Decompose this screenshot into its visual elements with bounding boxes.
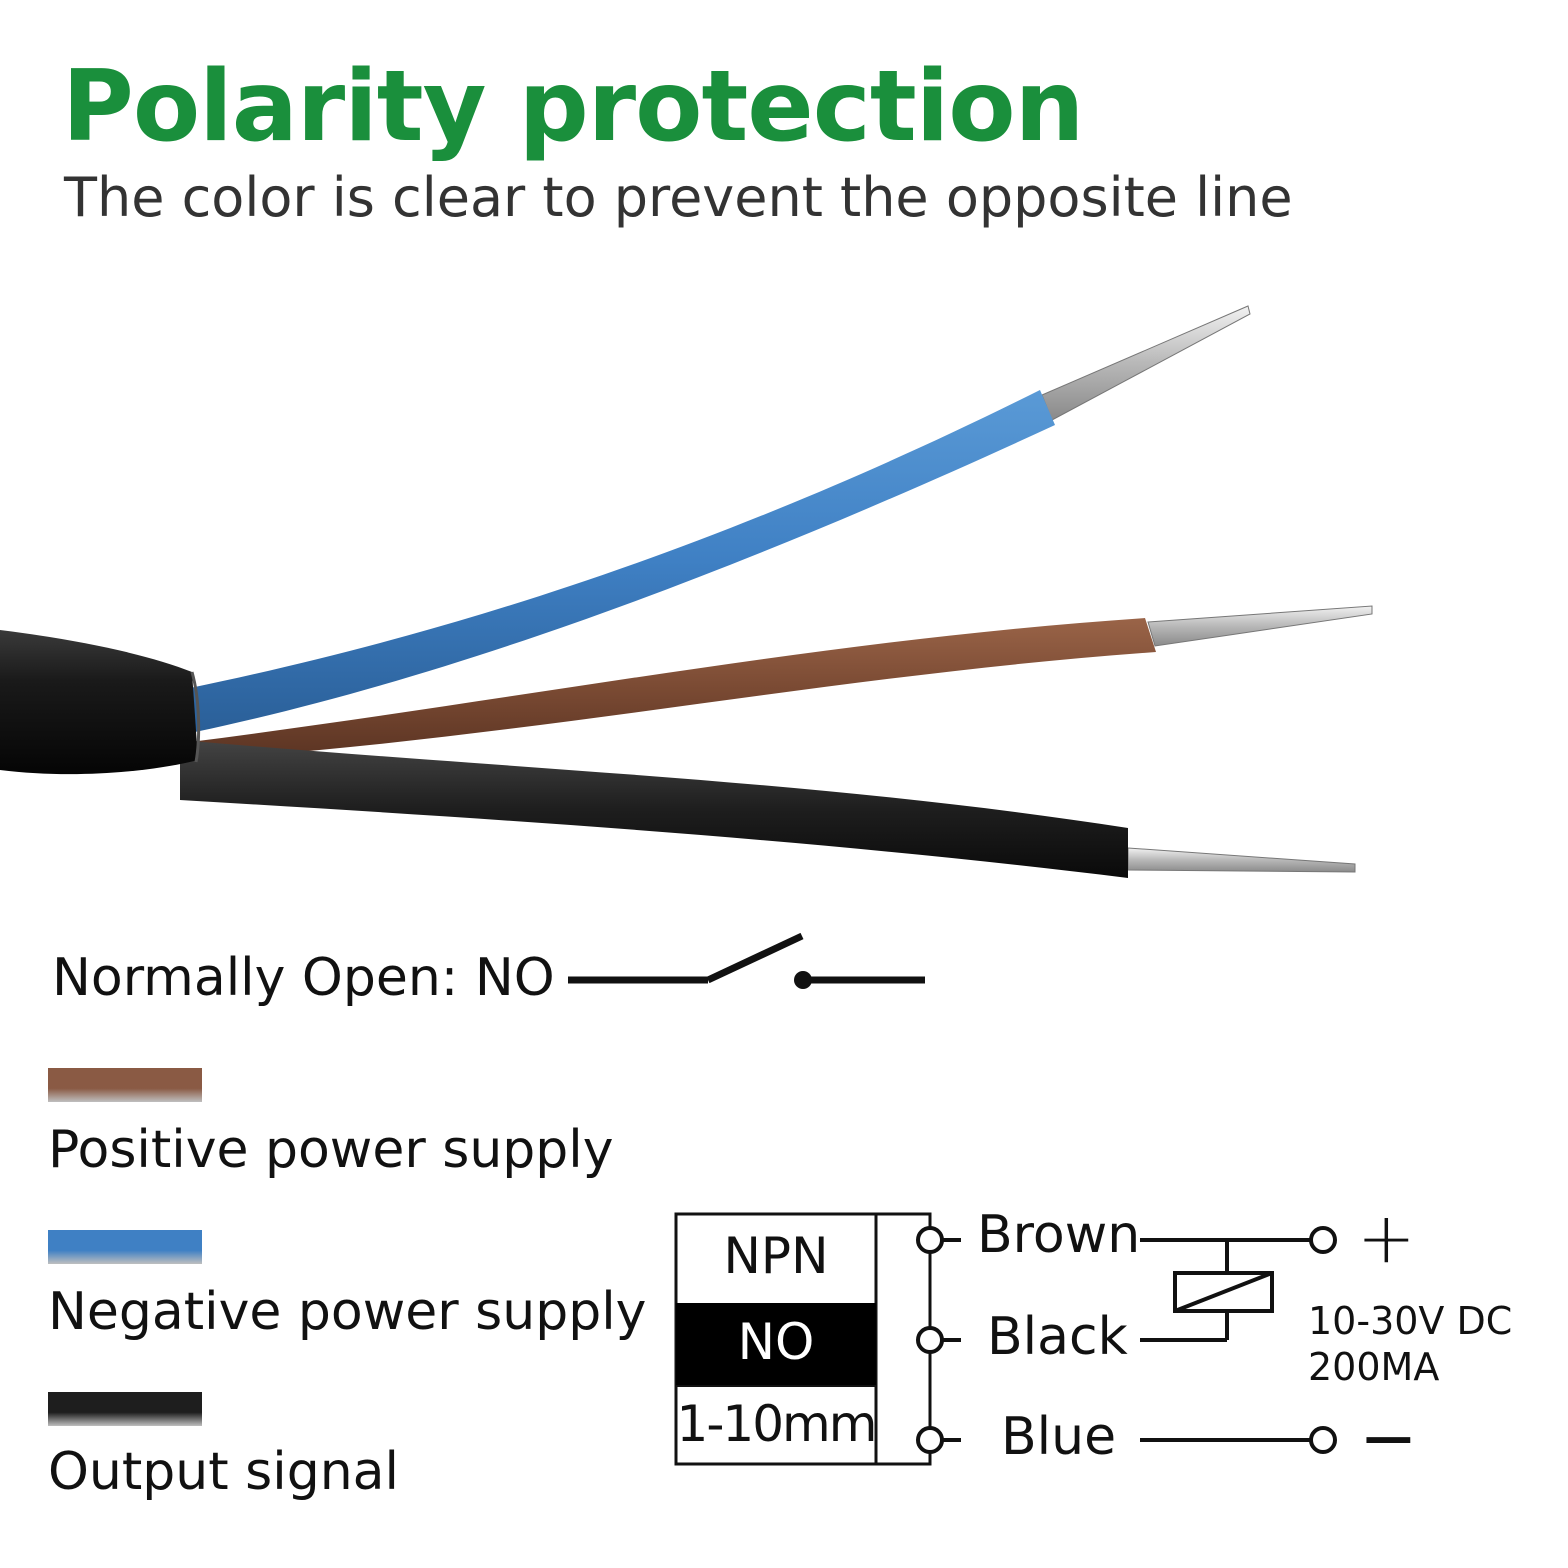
black-swatch <box>48 1392 202 1426</box>
black-wire <box>180 740 1128 878</box>
normally-open-switch-icon <box>568 932 925 989</box>
legend-negative-label: Negative power supply <box>48 1282 647 1342</box>
blue-swatch <box>48 1230 202 1264</box>
terminal-black-icon <box>916 1326 944 1354</box>
page-subtitle: The color is clear to prevent the opposi… <box>64 166 1293 229</box>
plus-sign: + <box>1357 1197 1416 1279</box>
minus-terminal-icon <box>1309 1426 1337 1454</box>
wire-label-blue: Blue <box>1001 1407 1117 1467</box>
page-title: Polarity protection <box>62 50 1084 164</box>
terminal-blue-icon <box>916 1426 944 1454</box>
load-relay-icon <box>1173 1271 1274 1313</box>
sensor-range-label: 1-10mm <box>676 1395 878 1453</box>
wiring-lines <box>674 1212 1337 1466</box>
sensor-type-label: NPN <box>723 1227 829 1285</box>
wire-label-black: Black <box>987 1307 1128 1367</box>
brown-wire <box>190 618 1156 760</box>
plus-terminal-icon <box>1309 1226 1337 1254</box>
terminal-brown-icon <box>916 1226 944 1254</box>
brown-wire-strands <box>1147 605 1373 647</box>
legend-positive-label: Positive power supply <box>48 1120 614 1180</box>
wiring-diagram: NPN NO 1-10mm Brown Black Blue + − 10-30… <box>665 1195 1545 1485</box>
normally-open-label: Normally Open: NO <box>52 948 555 1008</box>
wire-label-brown: Brown <box>977 1205 1141 1265</box>
blue-wire-strands <box>1041 305 1251 421</box>
sensor-mode-label: NO <box>737 1313 815 1371</box>
blue-wire <box>190 390 1055 732</box>
brown-swatch <box>48 1068 202 1102</box>
legend-output-label: Output signal <box>48 1442 399 1502</box>
cable-illustration <box>0 305 1373 878</box>
cable-jacket <box>0 630 198 775</box>
voltage-spec: 10-30V DC <box>1308 1299 1513 1343</box>
minus-sign: − <box>1359 1397 1418 1479</box>
current-spec: 200MA <box>1308 1345 1440 1389</box>
black-wire-strands <box>1127 847 1356 873</box>
